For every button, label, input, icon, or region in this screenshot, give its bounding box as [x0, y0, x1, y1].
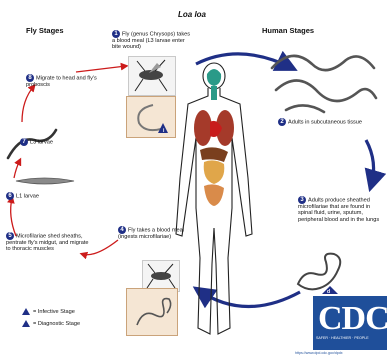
step-7-number: 7 [20, 138, 28, 146]
fly-inset-1 [128, 56, 176, 96]
adult-worms-figure [262, 40, 382, 120]
source-url: https://www.dpd.cdc.gov/dpdx [295, 351, 343, 355]
deer-fly-icon [129, 57, 175, 95]
microfilaria-icon [127, 289, 177, 335]
arrow-7-to-8 [22, 86, 34, 122]
step-3-number: 3 [298, 196, 306, 204]
cdc-logo-tagline: SAFER · HEALTHIER · PEOPLE [316, 336, 386, 340]
step-2: 2Adults in subcutaneous tissue [278, 118, 387, 126]
step-5: 5Microfilariae shed sheaths, pentrate fl… [6, 232, 92, 253]
legend-infective: i= Infective Stage [22, 308, 75, 315]
step-3-text: Adults produce sheathed microfilariae th… [298, 197, 379, 222]
cdc-logo-text: CDC [318, 300, 387, 338]
step-1: 1Fly (genus Chrysops) takes a blood meal… [112, 30, 192, 51]
legend-diagnostic: d= Diagnostic Stage [22, 320, 80, 327]
l3-larva-inset: i [126, 96, 176, 138]
arrow-5-to-6 [11, 198, 16, 236]
step-4-text: Fly takes a blood meal (ingests microfil… [118, 227, 184, 240]
human-body-figure [170, 58, 258, 348]
sheathed-microfilaria-figure: d [290, 244, 350, 296]
step-4-number: 4 [118, 226, 126, 234]
step-2-text: Adults in subcutaneous tissue [288, 119, 362, 125]
l1-larva-figure [14, 174, 76, 188]
microfilaria-inset [126, 288, 178, 336]
step-1-text: Fly (genus Chrysops) takes a blood meal … [112, 31, 190, 50]
diagnostic-stage-icon [22, 320, 30, 327]
legend-diagnostic-text: = Diagnostic Stage [33, 321, 80, 327]
infective-stage-icon [22, 308, 30, 315]
step-4: 4Fly takes a blood meal (ingests microfi… [118, 226, 184, 240]
svg-text:d: d [327, 289, 330, 295]
c-larva-icon: i [127, 97, 175, 137]
step-8-number: 8 [26, 74, 34, 82]
step-8-text: Migrate to head and fly's proboscis [26, 75, 97, 88]
step-7-text: L3 larvae [30, 139, 53, 145]
arrow-2-to-3 [366, 140, 374, 186]
step-2-number: 2 [278, 118, 286, 126]
step-7: 7L3 larvae [20, 138, 80, 146]
step-5-number: 5 [6, 232, 14, 240]
step-3: 3Adults produce sheathed microfilariae t… [298, 196, 386, 223]
legend-infective-text: = Infective Stage [33, 309, 75, 315]
step-5-text: Microfilariae shed sheaths, pentrate fly… [6, 233, 89, 252]
step-8: 8Migrate to head and fly's proboscis [26, 74, 110, 88]
step-6-text: L1 larvae [16, 193, 39, 199]
step-1-number: 1 [112, 30, 120, 38]
deer-fly-icon [143, 261, 179, 291]
step-6: 6L1 larvae [6, 192, 76, 200]
arrow-8-to-1 [76, 66, 126, 72]
step-6-number: 6 [6, 192, 14, 200]
